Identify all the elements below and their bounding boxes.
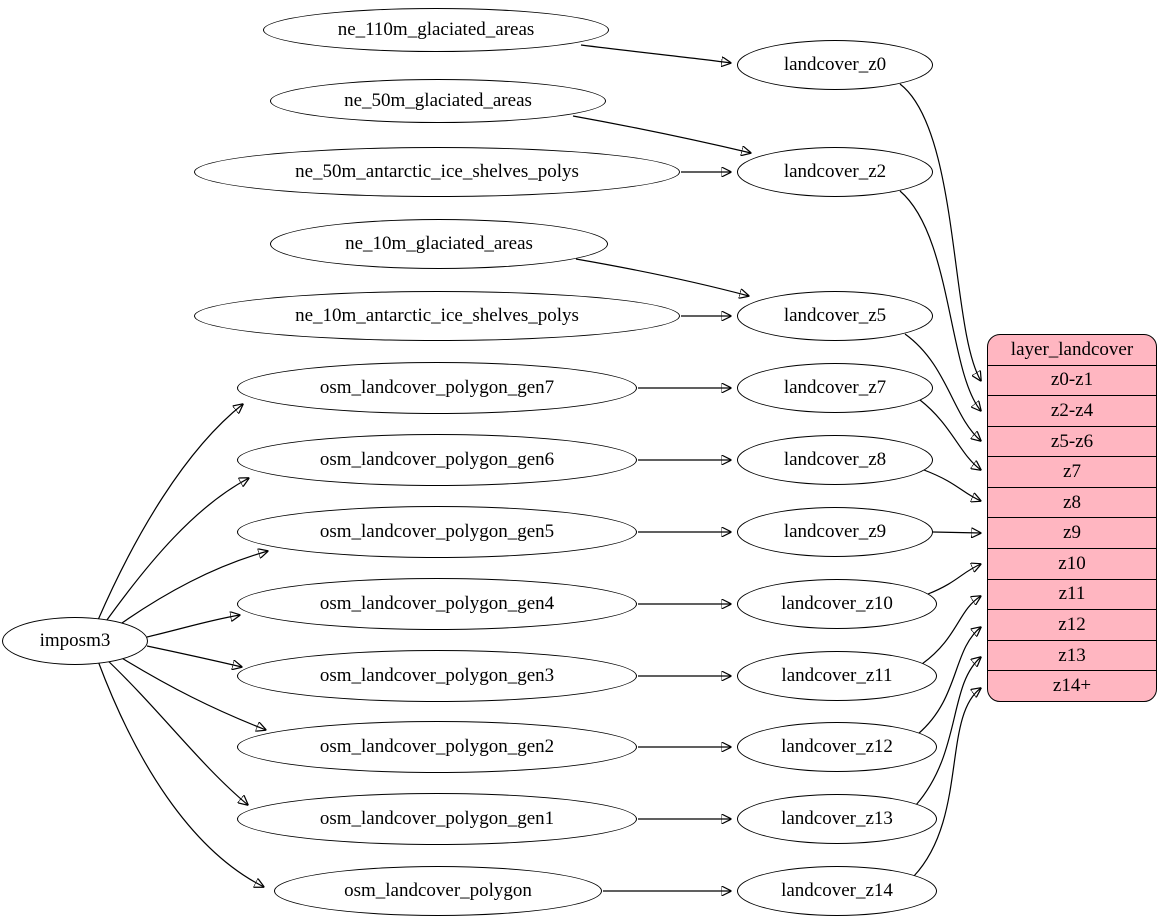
edge-ne50m-glaciated-to-z2: [572, 115, 751, 153]
table-row-z5-z6: z5-z6: [988, 425, 1156, 457]
edge-imposm3-to-gen2: [111, 651, 266, 730]
table-row-z9: z9: [988, 517, 1156, 548]
node-ne-10m-glaciated-areas: ne_10m_glaciated_areas: [270, 219, 608, 269]
node-landcover-z13: landcover_z13: [737, 794, 937, 844]
edge-z7-to-row-z7: [919, 399, 981, 470]
node-osm-landcover-polygon-gen2: osm_landcover_polygon_gen2: [237, 721, 637, 773]
node-osm-landcover-polygon-gen6: osm_landcover_polygon_gen6: [237, 434, 637, 486]
node-landcover-z8: landcover_z8: [737, 435, 933, 485]
edge-z2-to-row-z2-z4: [899, 190, 981, 411]
node-landcover-z11: landcover_z11: [737, 651, 937, 701]
table-row-z14plus: z14+: [988, 670, 1156, 701]
edge-imposm3-to-gen6: [103, 478, 249, 625]
node-ne-50m-antarctic-ice-shelves-polys: ne_50m_antarctic_ice_shelves_polys: [194, 147, 680, 197]
edge-imposm3-to-gen3: [146, 645, 242, 667]
node-landcover-z7: landcover_z7: [737, 363, 933, 413]
edge-z9-to-row-z9: [932, 532, 981, 533]
table-title: layer_landcover: [1010, 338, 1134, 360]
node-landcover-z9: landcover_z9: [737, 507, 933, 557]
node-osm-landcover-polygon-gen1: osm_landcover_polygon_gen1: [237, 793, 637, 845]
node-osm-landcover-polygon: osm_landcover_polygon: [274, 866, 602, 916]
node-ne-10m-antarctic-ice-shelves-polys: ne_10m_antarctic_ice_shelves_polys: [194, 291, 680, 341]
node-osm-landcover-polygon-gen7: osm_landcover_polygon_gen7: [237, 362, 637, 414]
node-osm-landcover-polygon-gen5: osm_landcover_polygon_gen5: [237, 506, 637, 558]
edge-imposm3-to-gen4: [146, 615, 240, 638]
edge-imposm3-to-gen7: [97, 404, 243, 621]
node-landcover-z5: landcover_z5: [737, 291, 933, 341]
edge-imposm3-to-gen1: [103, 656, 248, 805]
node-landcover-z12: landcover_z12: [737, 722, 937, 772]
edge-ne10m-glaciated-to-z5: [575, 258, 749, 296]
edge-z11-to-row-z11: [921, 596, 981, 665]
table-row-z11: z11: [988, 578, 1156, 610]
table-row-z2-z4: z2-z4: [988, 395, 1156, 426]
node-osm-landcover-polygon-gen4: osm_landcover_polygon_gen4: [237, 578, 637, 630]
node-osm-landcover-polygon-gen3: osm_landcover_polygon_gen3: [237, 650, 637, 702]
table-row-z8: z8: [988, 486, 1156, 518]
node-landcover-z0: landcover_z0: [737, 40, 933, 90]
edge-z10-to-row-z10: [927, 564, 981, 595]
edge-z13-to-row-z13: [915, 657, 981, 806]
edge-z0-to-row-z0-z1: [899, 83, 981, 381]
edge-z14-to-row-z14plus: [913, 688, 981, 877]
table-row-z13: z13: [988, 639, 1156, 671]
edge-z5-to-row-z5-z6: [904, 333, 981, 441]
table-row-z7: z7: [988, 456, 1156, 487]
node-imposm3: imposm3: [2, 617, 148, 665]
table-row-z0-z1: z0-z1: [988, 364, 1156, 396]
edge-imposm3-to-osm-landcover-polygon: [97, 660, 264, 887]
node-landcover-z10: landcover_z10: [737, 579, 937, 629]
node-ne-110m-glaciated-areas: ne_110m_glaciated_areas: [263, 8, 609, 52]
node-landcover-z14: landcover_z14: [737, 866, 937, 916]
table-row-z12: z12: [988, 609, 1156, 640]
edge-ne110m-to-z0: [580, 44, 731, 63]
edge-z8-to-row-z8: [923, 469, 981, 501]
table-row-z10: z10: [988, 548, 1156, 579]
edge-z12-to-row-z12: [917, 627, 981, 735]
edge-imposm3-to-gen5: [111, 551, 268, 631]
node-landcover-z2: landcover_z2: [737, 147, 933, 197]
node-ne-50m-glaciated-areas: ne_50m_glaciated_areas: [270, 79, 606, 123]
table-layer-landcover: layer_landcover z0-z1 z2-z4 z5-z6 z7 z8 …: [987, 334, 1157, 702]
